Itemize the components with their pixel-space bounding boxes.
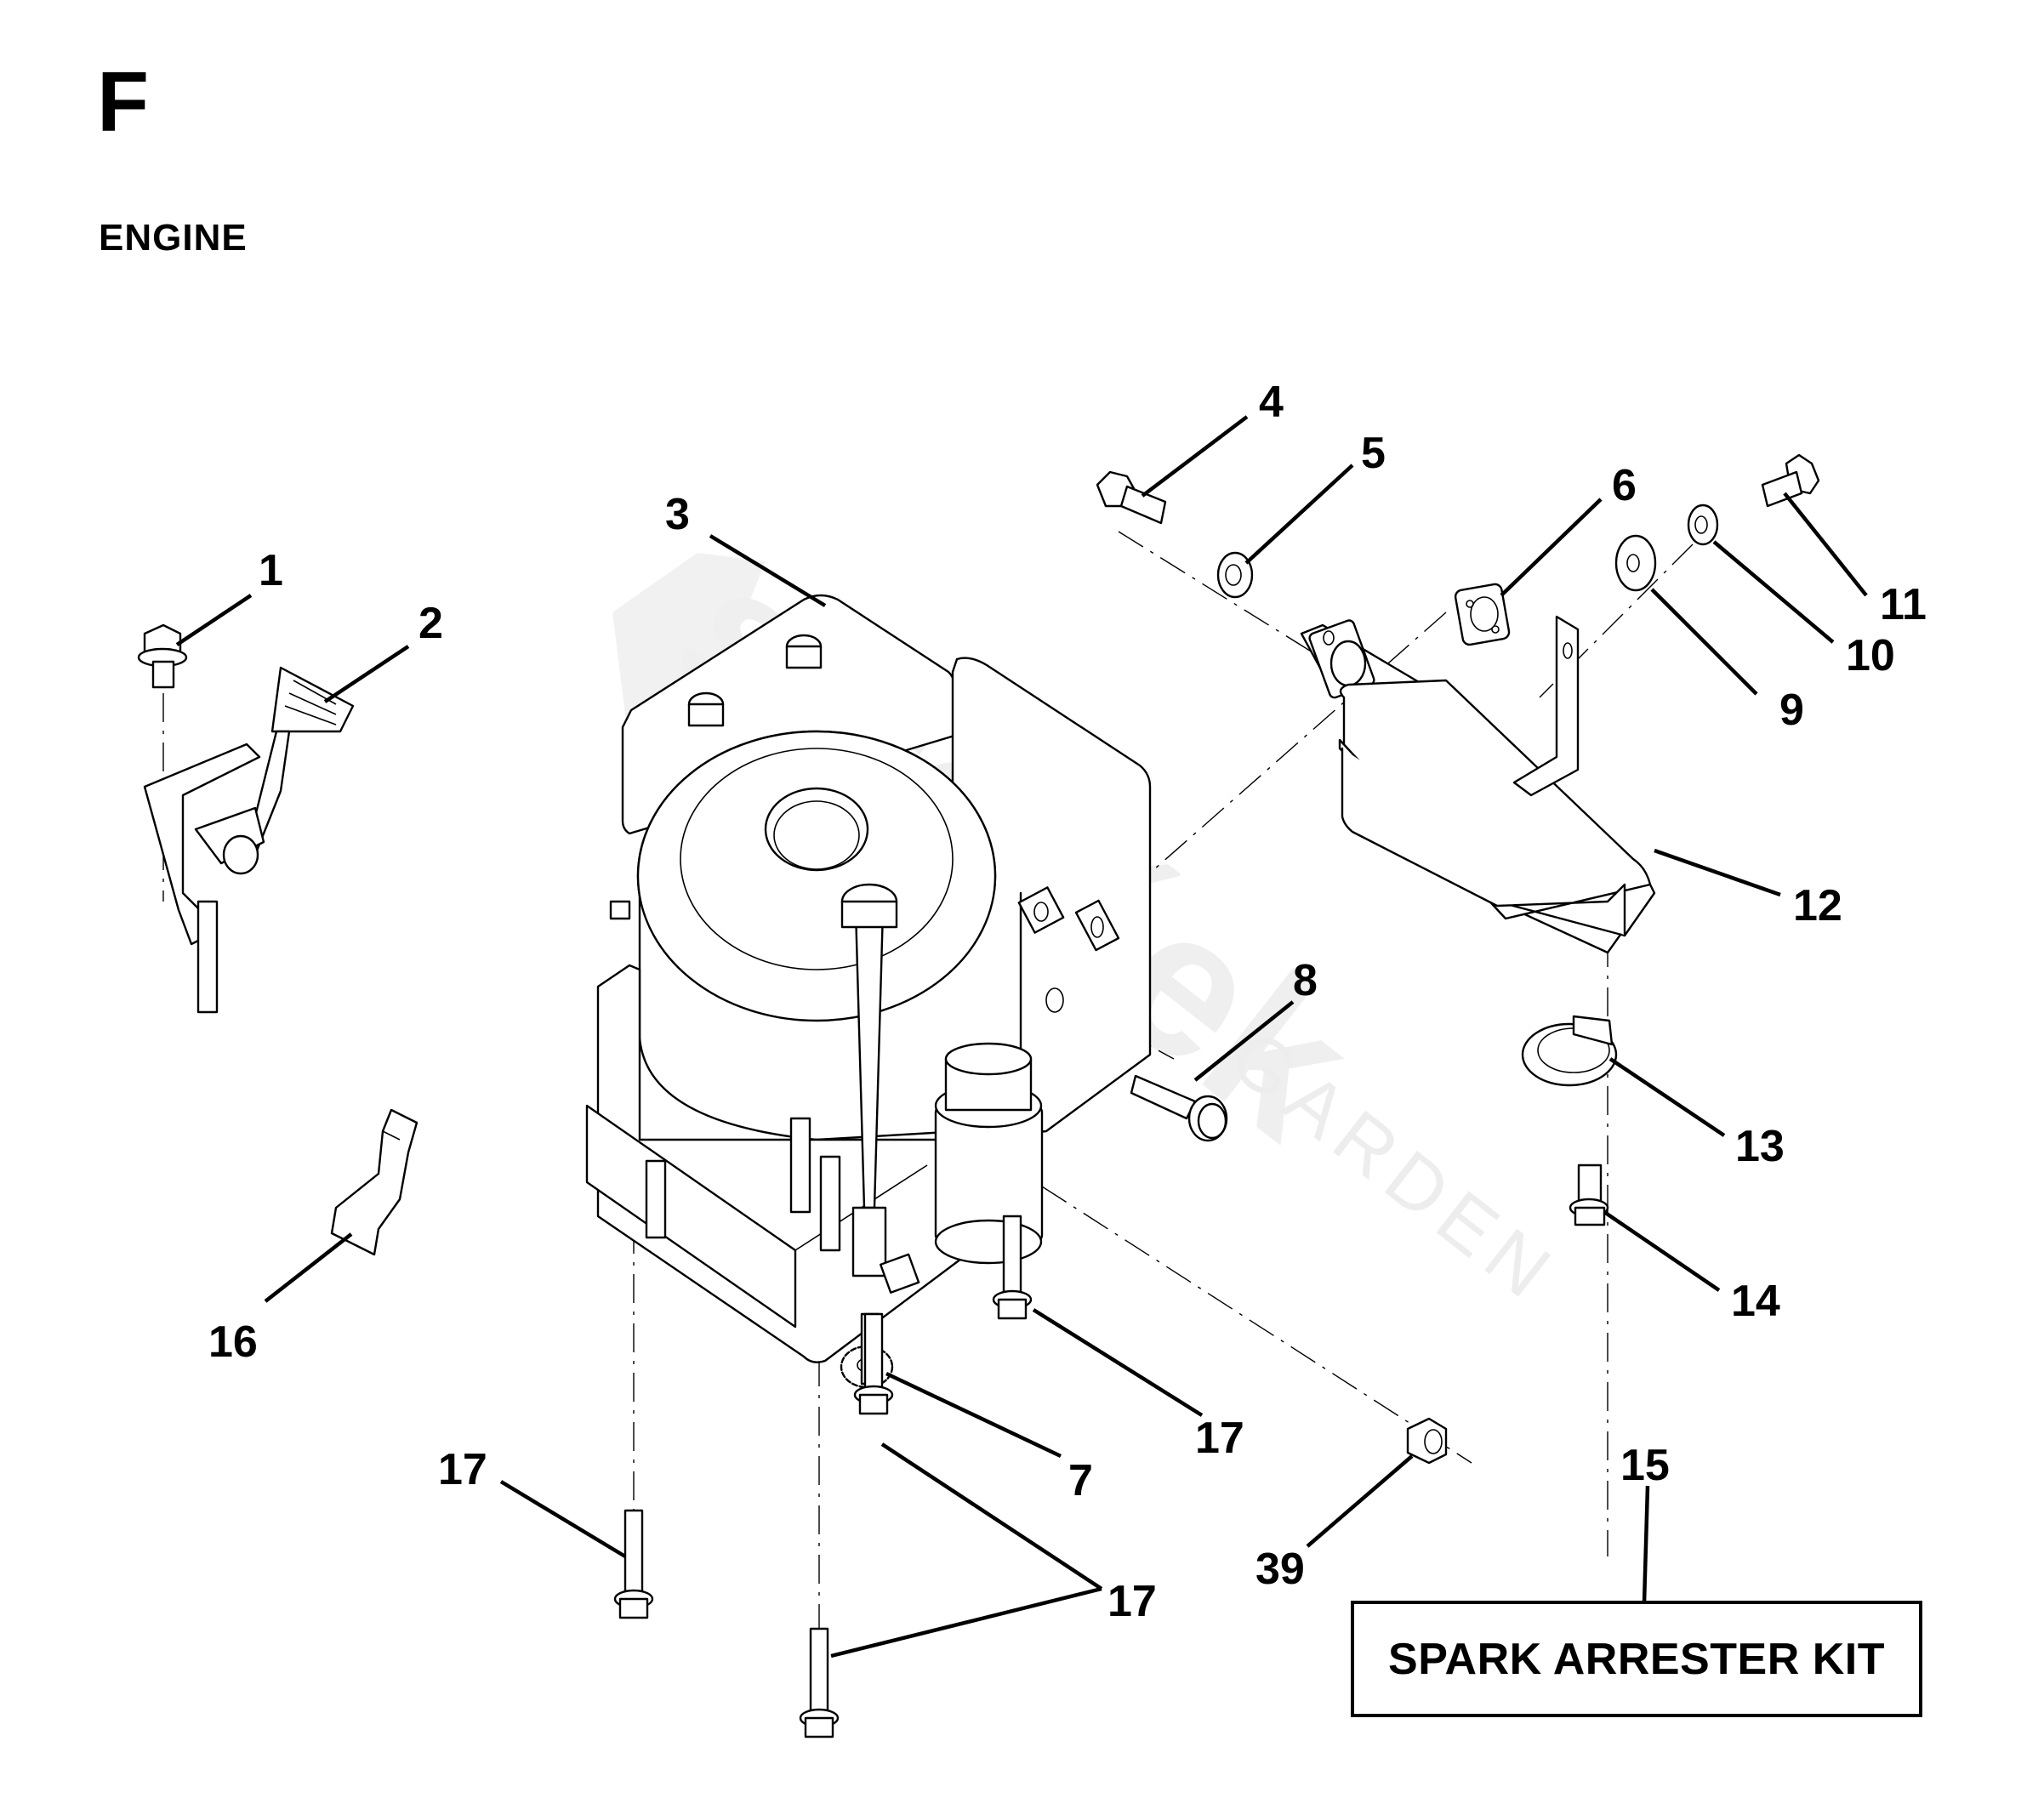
part-8-bolt[interactable] <box>1130 1074 1228 1142</box>
assembly-line <box>1041 1186 1472 1464</box>
spark-arrester-kit-label: SPARK ARRESTER KIT <box>1388 1634 1885 1684</box>
part-16-clip[interactable] <box>330 1108 418 1256</box>
callout-8[interactable]: 8 <box>1293 956 1318 1005</box>
section-title: ENGINE <box>99 217 248 259</box>
part-10-lock-washer[interactable] <box>1687 504 1719 546</box>
leader-line-2 <box>323 645 410 703</box>
callout-labels: 1 2 3 4 5 6 7 8 9 10 11 12 13 14 15 16 1… <box>208 378 1927 1626</box>
callout-13[interactable]: 13 <box>1735 1122 1785 1171</box>
assembly-line <box>1539 543 1694 698</box>
part-17-bolt[interactable] <box>613 1509 654 1619</box>
part-5-washer[interactable] <box>1216 551 1254 599</box>
oil-filter <box>934 1042 1044 1265</box>
leader-line-12 <box>1654 848 1781 897</box>
callout-14[interactable]: 14 <box>1731 1277 1780 1326</box>
part-11-bolt[interactable] <box>1761 453 1820 508</box>
callout-5[interactable]: 5 <box>1361 429 1386 478</box>
leader-line-17b <box>499 1480 627 1558</box>
assembly-line <box>1118 531 1345 673</box>
leader-line-4 <box>1141 415 1249 498</box>
leader-line-1 <box>175 594 253 646</box>
leader-line-3 <box>709 534 827 607</box>
part-3-engine[interactable] <box>585 594 1152 1363</box>
leader-line-5 <box>1244 464 1354 565</box>
part-39-lock-nut[interactable] <box>1406 1417 1448 1465</box>
part-6-gasket[interactable] <box>1454 583 1511 646</box>
callout-39[interactable]: 39 <box>1255 1545 1305 1594</box>
leader-line-9 <box>1650 588 1758 696</box>
section-letter: F <box>97 54 150 150</box>
leader-line-15 <box>1642 1485 1650 1604</box>
leader-line-17c-1 <box>880 1442 1103 1590</box>
leader-line-6 <box>1500 498 1603 597</box>
leader-line-7 <box>885 1371 1062 1459</box>
leader-line-11 <box>1783 492 1868 597</box>
part-17-bolt[interactable] <box>992 1215 1033 1320</box>
watermark-sub: GARDEN <box>1215 1014 1574 1320</box>
callout-9[interactable]: 9 <box>1779 686 1804 735</box>
callout-16[interactable]: 16 <box>208 1317 258 1367</box>
part-4-bolt[interactable] <box>1096 470 1167 525</box>
dipstick <box>840 883 920 1294</box>
callout-6[interactable]: 6 <box>1612 461 1637 510</box>
assembly-line <box>1146 612 1447 877</box>
part-9-washer[interactable] <box>1614 534 1657 592</box>
part-2-throttle-lever[interactable] <box>143 666 355 1014</box>
callout-4[interactable]: 4 <box>1259 378 1284 427</box>
callout-17a[interactable]: 17 <box>1195 1414 1244 1463</box>
leader-line-14 <box>1603 1210 1721 1292</box>
callout-17c[interactable]: 17 <box>1107 1577 1157 1626</box>
part-14-screw[interactable] <box>1569 1164 1609 1226</box>
leader-line-17a <box>1032 1308 1204 1417</box>
leader-line-13 <box>1608 1057 1726 1137</box>
leader-line-8 <box>1193 1000 1295 1082</box>
leader-line-10 <box>1712 540 1835 644</box>
spark-arrester-kit-box[interactable]: SPARK ARRESTER KIT <box>1351 1601 1922 1717</box>
leader-line-17c-2 <box>830 1586 1102 1659</box>
leader-line-16 <box>264 1232 353 1303</box>
callout-12[interactable]: 12 <box>1793 881 1842 930</box>
callout-17b[interactable]: 17 <box>438 1445 487 1494</box>
part-17-bolt[interactable] <box>799 1627 840 1738</box>
callout-10[interactable]: 10 <box>1846 631 1895 680</box>
callout-2[interactable]: 2 <box>418 599 443 648</box>
callout-1[interactable]: 1 <box>259 546 283 595</box>
callout-7[interactable]: 7 <box>1068 1456 1093 1505</box>
callout-11[interactable]: 11 <box>1880 580 1927 629</box>
leader-lines <box>175 415 1868 1659</box>
part-12-muffler[interactable] <box>1338 615 1656 954</box>
callout-3[interactable]: 3 <box>665 490 690 539</box>
part-13-spark-arrester-screen[interactable] <box>1521 1015 1618 1087</box>
part-1-bolt[interactable] <box>137 623 188 689</box>
part-17-bolt[interactable] <box>853 1312 894 1415</box>
leader-line-39 <box>1306 1454 1414 1548</box>
callout-15[interactable]: 15 <box>1620 1441 1670 1490</box>
